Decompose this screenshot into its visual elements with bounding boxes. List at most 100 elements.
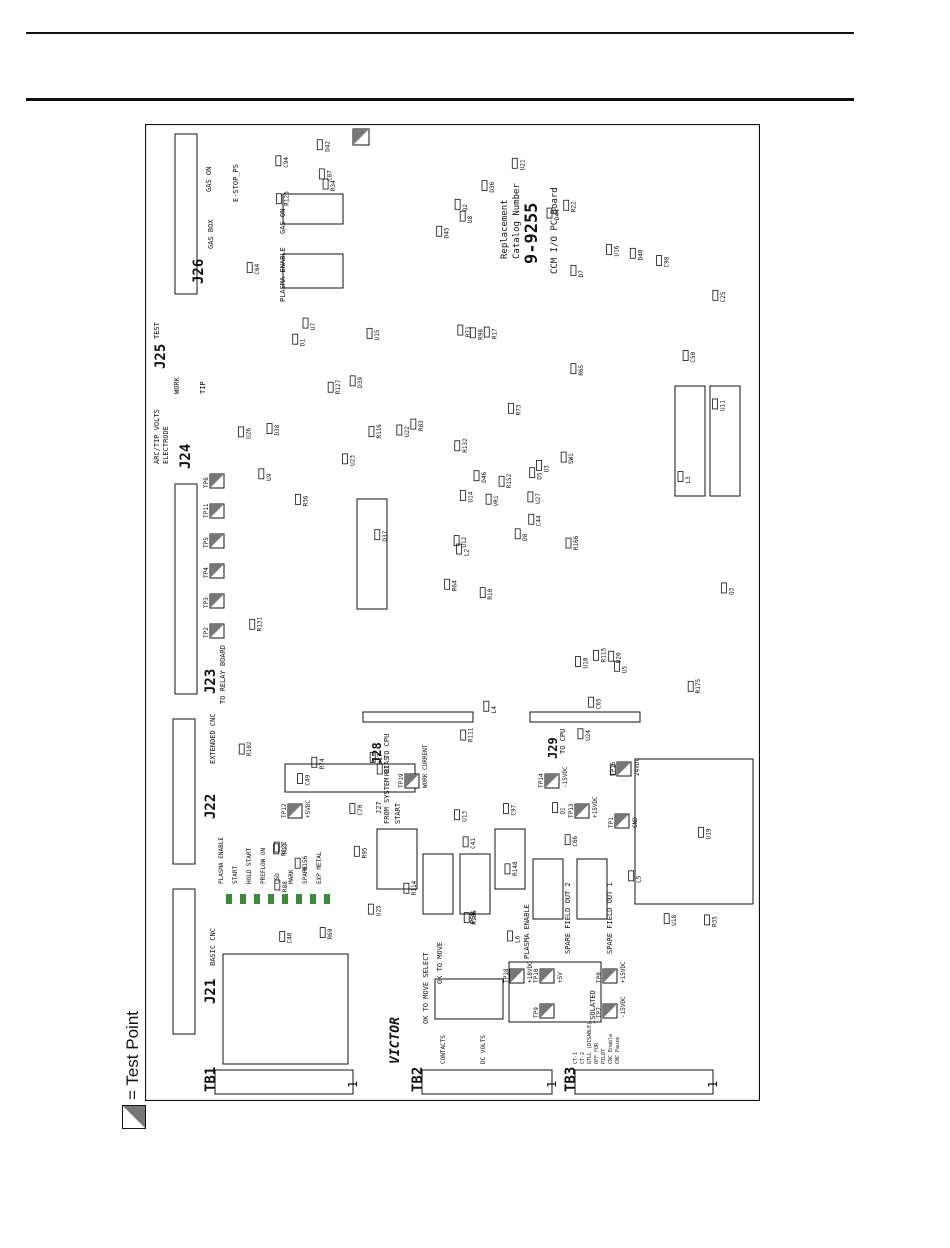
switch-label: CNC Enable <box>608 1034 614 1064</box>
svg-text:U17: U17 <box>377 753 384 764</box>
svg-text:R111: R111 <box>468 727 475 742</box>
relay-k8 <box>576 858 608 920</box>
test-point-tp13: TP13+15VDC <box>568 796 599 819</box>
svg-text:U26: U26 <box>246 428 253 439</box>
k8-label: SPARE FIELD OUT 1 <box>606 882 614 954</box>
led-green-indicator <box>268 894 274 904</box>
svg-text:U3: U3 <box>543 465 550 473</box>
led-label: HOLD START <box>246 847 253 884</box>
j28-desc: TO CPU <box>383 734 391 759</box>
led-label: SPARE <box>302 866 309 884</box>
svg-text:D5: D5 <box>537 472 544 480</box>
component-c70: C70 <box>349 803 364 815</box>
component-sw1: SW1 <box>560 451 575 464</box>
switch-label: OFF FOR <box>594 1042 600 1064</box>
relay-k2 <box>282 193 344 225</box>
component-u8: U8 <box>459 210 474 224</box>
component-c87: C87 <box>318 168 333 181</box>
svg-text:L6: L6 <box>515 935 522 943</box>
j26-desc: GAS BOX <box>207 219 215 249</box>
switch-label: CT-2 <box>580 1052 586 1064</box>
component-u21: U21 <box>511 157 526 170</box>
svg-text:C94: C94 <box>283 157 290 168</box>
svg-text:U16: U16 <box>614 245 621 256</box>
component-u10: U10 <box>575 656 589 669</box>
component-layer: R10D1L2R13D5R21R22R17D7D8R34R35R36C25R64… <box>238 139 735 943</box>
svg-text:D46: D46 <box>481 472 488 483</box>
k4-label: OK TO MOVE <box>436 942 444 984</box>
test-point-id: TP7 <box>596 1007 603 1018</box>
svg-text:R64: R64 <box>452 580 459 591</box>
svg-text:D7: D7 <box>578 270 585 278</box>
j22-outline <box>172 718 196 865</box>
svg-text:R122: R122 <box>281 841 288 856</box>
component-r95: R95 <box>353 845 368 858</box>
component-d45: D45 <box>436 225 451 238</box>
svg-text:R21: R21 <box>384 765 391 776</box>
component-r175: R175 <box>687 678 702 693</box>
svg-text:D1: D1 <box>300 339 307 347</box>
svg-text:R131: R131 <box>257 616 264 631</box>
k1-label: PLASMA ENABLE <box>279 247 287 302</box>
component-r13: R13 <box>273 841 288 854</box>
svg-text:R126: R126 <box>283 191 290 206</box>
svg-text:U5: U5 <box>621 666 628 674</box>
component-d1: D1 <box>292 333 307 347</box>
component-r17: R17 <box>483 326 498 339</box>
component-r65: R65 <box>570 363 585 376</box>
test-point-id: TP5 <box>203 537 210 548</box>
led-green-indicator <box>310 894 316 904</box>
tb1-label: TB1 <box>203 1067 219 1092</box>
svg-text:U20: U20 <box>616 652 623 663</box>
component-u20: U20 <box>608 650 623 663</box>
switch-label: PILOT <box>601 1049 607 1064</box>
svg-text:C97: C97 <box>511 804 518 815</box>
svg-text:SW1: SW1 <box>568 453 575 464</box>
svg-text:R186: R186 <box>471 910 478 925</box>
component-r186: R186 <box>463 910 478 925</box>
title-line1: Replacement <box>500 199 510 259</box>
led-green-indicator <box>324 894 330 904</box>
c94-outline <box>709 385 741 497</box>
component-r102: R102 <box>238 741 253 756</box>
svg-text:U10: U10 <box>582 657 589 668</box>
k5-label: PSR <box>469 911 477 924</box>
svg-text:U23: U23 <box>350 455 357 466</box>
test-point-legend: = Test Point <box>118 985 148 1145</box>
j23-label: J23 <box>203 669 219 694</box>
component-vr1: VR1 <box>485 493 500 506</box>
svg-text:R10: R10 <box>487 588 494 599</box>
svg-text:U15: U15 <box>374 329 381 340</box>
test-point-id: TP15 <box>610 761 617 776</box>
component-u7: U7 <box>302 317 317 330</box>
switch-label: GTLL (DISABLE) <box>587 1022 593 1064</box>
svg-text:C65: C65 <box>596 698 603 709</box>
component-d46: D46 <box>473 470 488 483</box>
test-point-tp11: TP11 <box>203 503 225 519</box>
component-c50: C50 <box>682 350 697 363</box>
component-c44: C44 <box>528 513 543 526</box>
component-q2: Q2 <box>454 198 469 211</box>
test-point-label: +5V <box>557 972 564 983</box>
test-point-id: TP1 <box>608 817 615 828</box>
svg-text:U8: U8 <box>467 216 474 224</box>
svg-text:U21: U21 <box>519 159 526 170</box>
svg-text:C87: C87 <box>326 170 333 181</box>
test-point-id: TP11 <box>203 503 210 518</box>
svg-text:L5: L5 <box>636 875 643 883</box>
test-point-tp7: TP7-15VDC <box>596 996 627 1019</box>
test-point-label: +18VDC <box>527 961 534 983</box>
relay-k3 <box>376 828 418 890</box>
switch-label: CNC Pause <box>615 1037 621 1064</box>
component-u17: U17 <box>369 751 384 764</box>
legend-label: = Test Point <box>123 1011 142 1100</box>
test-point-tp8: TP8+15VDC <box>596 961 627 984</box>
component-u9: U9 <box>258 468 273 481</box>
svg-text:U13: U13 <box>461 811 468 822</box>
component-r114: R114 <box>403 880 418 895</box>
svg-text:R102: R102 <box>246 741 253 756</box>
led-label: PLASMA ENABLE <box>218 837 225 884</box>
svg-text:R166: R166 <box>573 535 580 550</box>
test-point-tp14: TP14-15VDC <box>538 766 569 789</box>
